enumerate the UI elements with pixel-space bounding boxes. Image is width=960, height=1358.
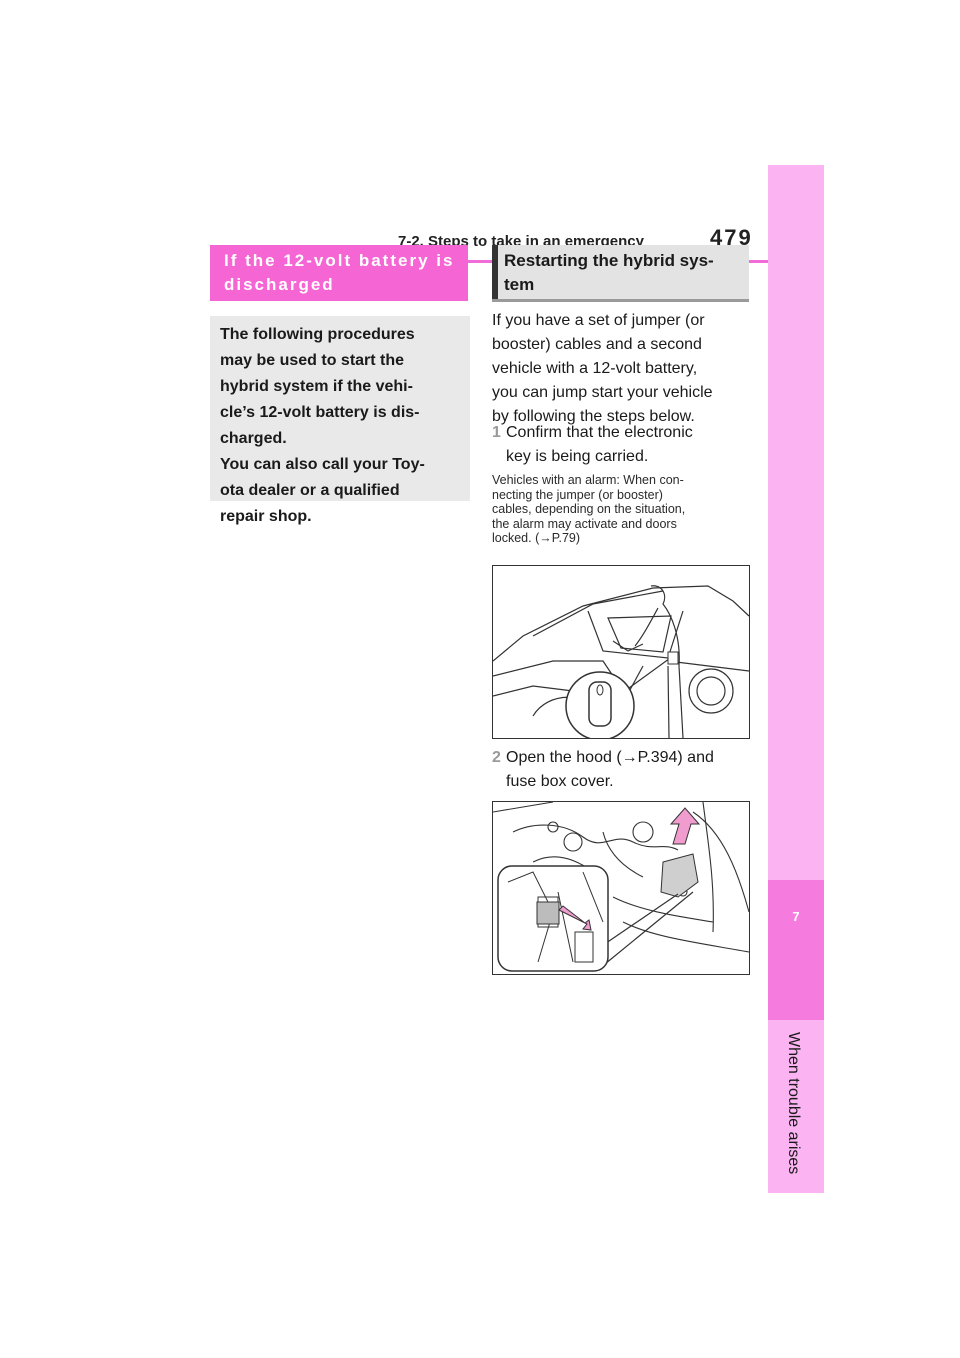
engine-bay-drawing bbox=[493, 802, 749, 972]
note-line: locked. (→P.79) bbox=[492, 531, 581, 545]
info-line: may be used to start the bbox=[220, 352, 405, 369]
step-text: Confirm that the electronic key is being… bbox=[506, 421, 693, 469]
heading-line: If the 12-volt battery is bbox=[224, 251, 455, 270]
chapter-number: 7 bbox=[792, 909, 800, 924]
header-rule bbox=[210, 260, 768, 263]
intro-line: you can jump start your vehicle bbox=[492, 384, 713, 401]
info-line: hybrid system if the vehi- bbox=[220, 378, 413, 395]
info-line: ota dealer or a qualified bbox=[220, 482, 400, 499]
intro-paragraph: If you have a set of jumper (or booster)… bbox=[492, 309, 752, 429]
info-line: The following procedures bbox=[220, 326, 415, 343]
step-line: Open the hood (→P.394) and bbox=[506, 749, 714, 766]
vehicle-person-drawing bbox=[493, 585, 749, 738]
note-line: the alarm may activate and doors bbox=[492, 516, 677, 531]
person-with-key-illustration bbox=[492, 565, 750, 739]
note-line: cables, depending on the situation, bbox=[492, 502, 686, 516]
step-line: fuse box cover. bbox=[506, 773, 614, 790]
heading-line: Restarting the hybrid sys- bbox=[504, 251, 714, 270]
chapter-title: When trouble arises bbox=[785, 1032, 802, 1175]
left-section-heading: If the 12-volt battery is discharged bbox=[210, 245, 468, 301]
step-line: key is being carried. bbox=[506, 448, 649, 465]
note-line: Vehicles with an alarm: When con- bbox=[492, 473, 684, 487]
heading-underline bbox=[492, 299, 749, 302]
heading-line: tem bbox=[504, 275, 535, 294]
step-number: 2 bbox=[492, 749, 501, 766]
heading-line: discharged bbox=[224, 275, 335, 294]
intro-line: by following the steps below. bbox=[492, 408, 695, 425]
info-box: The following procedures may be used to … bbox=[210, 316, 470, 525]
info-line: cle’s 12-volt battery is dis- bbox=[220, 404, 420, 421]
note-line: necting the jumper (or booster) bbox=[492, 487, 663, 502]
info-line: charged. bbox=[220, 430, 287, 447]
intro-line: booster) cables and a second bbox=[492, 336, 702, 353]
right-section-heading: Restarting the hybrid sys- tem bbox=[492, 245, 749, 301]
step-text: Open the hood (→P.394) and fuse box cove… bbox=[506, 746, 714, 794]
step-number: 1 bbox=[492, 424, 501, 441]
alarm-note: Vehicles with an alarm: When con- nectin… bbox=[492, 473, 752, 546]
info-line: You can also call your Toy- bbox=[220, 456, 425, 473]
intro-line: If you have a set of jumper (or bbox=[492, 312, 705, 329]
info-line: repair shop. bbox=[220, 508, 312, 525]
chapter-tab[interactable] bbox=[768, 880, 824, 1020]
side-tab-strip bbox=[768, 165, 824, 1193]
step-line: Confirm that the electronic bbox=[506, 424, 693, 441]
engine-fuse-box-illustration bbox=[492, 801, 750, 975]
intro-line: vehicle with a 12-volt battery, bbox=[492, 360, 698, 377]
